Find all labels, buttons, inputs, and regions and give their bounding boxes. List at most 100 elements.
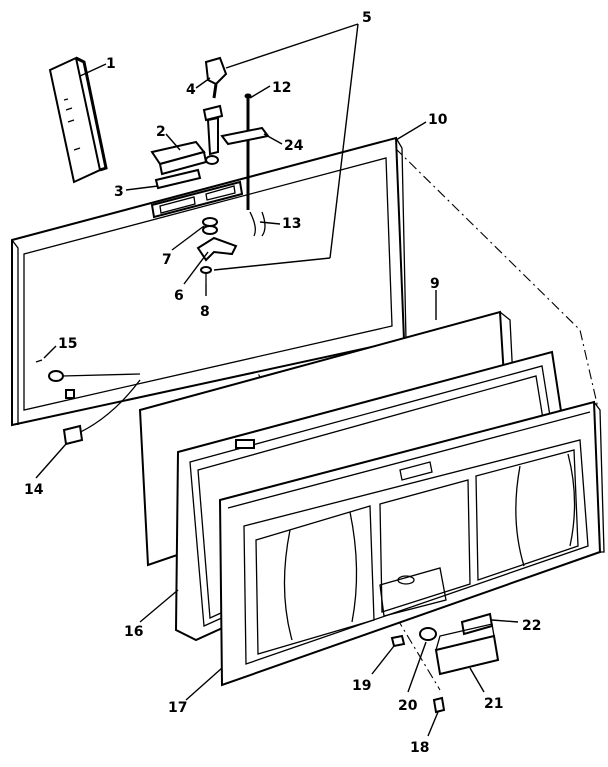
key-shaft [212, 83, 218, 99]
callout-22: 22 [522, 618, 541, 634]
spring-coil-1 [202, 217, 218, 227]
door-liner-right-edge [593, 401, 605, 553]
liner-rib-1 [283, 529, 293, 641]
leader-6 [183, 251, 209, 285]
callout-18: 18 [410, 740, 429, 756]
door-liner-recess [243, 439, 589, 665]
cord-screw [35, 359, 43, 363]
callout-21: 21 [484, 696, 503, 712]
leader-21 [469, 667, 485, 693]
leader-15 [43, 345, 57, 359]
lid-frame-slot-right [205, 185, 236, 201]
hinge-bracket [220, 126, 270, 146]
door-liner-top-edge [227, 411, 591, 509]
liner-compartment-center [379, 479, 471, 613]
callout-8: 8 [200, 304, 210, 320]
leader-17 [185, 667, 223, 701]
leader-3 [125, 185, 159, 191]
liner-lamp-hole [397, 575, 415, 585]
callout-labels: 1 2 3 4 5 6 7 8 9 10 12 13 14 15 16 17 1… [24, 10, 541, 756]
leader-16 [139, 589, 179, 623]
lid-frame-edge [395, 137, 407, 341]
part-1-label [48, 56, 108, 184]
leader-5b [329, 23, 359, 259]
cord-grommet [48, 370, 64, 382]
liner-rib-4 [567, 453, 576, 547]
leader-5c [213, 257, 331, 271]
lock-cylinder-tip [205, 155, 219, 165]
switch-cover-top [435, 623, 495, 651]
liner-rib-3 [515, 465, 525, 567]
switch-cover-21 [434, 634, 500, 676]
callout-4: 4 [186, 82, 196, 98]
label-card-line-3 [67, 119, 75, 123]
handle-front [158, 150, 208, 176]
leader-1 [79, 63, 107, 77]
leader-18 [427, 711, 439, 737]
callout-9: 9 [430, 276, 440, 292]
label-card-face [48, 56, 102, 184]
wire-2 [261, 211, 266, 237]
leader-13 [259, 221, 281, 225]
leader-20 [407, 641, 427, 693]
lamp-socket-20 [419, 627, 437, 641]
label-card-line-4 [73, 147, 81, 151]
latch [196, 236, 238, 262]
handle-gasket [154, 168, 202, 190]
leader-12 [249, 85, 271, 99]
lid-frame-slot-left [159, 196, 196, 214]
leader-22 [491, 619, 519, 623]
callout-24: 24 [284, 138, 304, 154]
switch-part-22 [460, 612, 494, 636]
callout-15: 15 [58, 336, 77, 352]
lid-frame-inner [23, 157, 393, 411]
label-card-edge [75, 56, 108, 172]
leader-4 [195, 77, 211, 89]
callout-12: 12 [272, 80, 291, 96]
leader-10 [395, 121, 427, 141]
callout-10: 10 [428, 112, 448, 128]
leader-lines [35, 23, 519, 737]
lock-cylinder-top [202, 104, 224, 122]
leader-19 [371, 645, 395, 675]
liner-lamp-housing [379, 567, 447, 617]
callout-20: 20 [398, 698, 418, 714]
callout-1: 1 [106, 56, 116, 72]
liner-rib-2 [349, 511, 358, 623]
leader-2 [165, 133, 181, 151]
lamp-switch-assembly [390, 612, 500, 714]
bulb-18 [432, 696, 446, 714]
leader-7 [171, 225, 205, 251]
screw-head [200, 266, 212, 274]
leader-24 [263, 133, 283, 145]
cord-run [61, 373, 141, 377]
callout-14: 14 [24, 482, 44, 498]
callout-13: 13 [282, 216, 301, 232]
callout-2: 2 [156, 124, 166, 140]
callout-3: 3 [114, 184, 124, 200]
callout-5: 5 [362, 10, 372, 26]
wire-1 [249, 211, 256, 237]
lid-frame-left-edge [11, 239, 19, 425]
cord-plug [62, 424, 84, 446]
leader-14 [35, 443, 67, 479]
liner-top-clip [399, 461, 433, 481]
spring-coil-2 [202, 225, 218, 235]
liner-compartment-right [475, 449, 579, 581]
callout-6: 6 [174, 288, 184, 304]
lock-cylinder-body [206, 116, 219, 156]
inner-door-liner [218, 400, 605, 687]
cord-clip [65, 389, 75, 399]
label-card-line-1 [63, 98, 69, 101]
callout-17: 17 [168, 700, 187, 716]
handle-assembly [150, 56, 270, 284]
label-card-line-2 [65, 107, 73, 111]
liner-compartment-left [255, 505, 375, 655]
callout-16: 16 [124, 624, 143, 640]
hinge-rod-cap [244, 93, 252, 99]
power-cord [35, 359, 141, 446]
callout-19: 19 [352, 678, 371, 694]
gasket-clip [235, 439, 255, 449]
